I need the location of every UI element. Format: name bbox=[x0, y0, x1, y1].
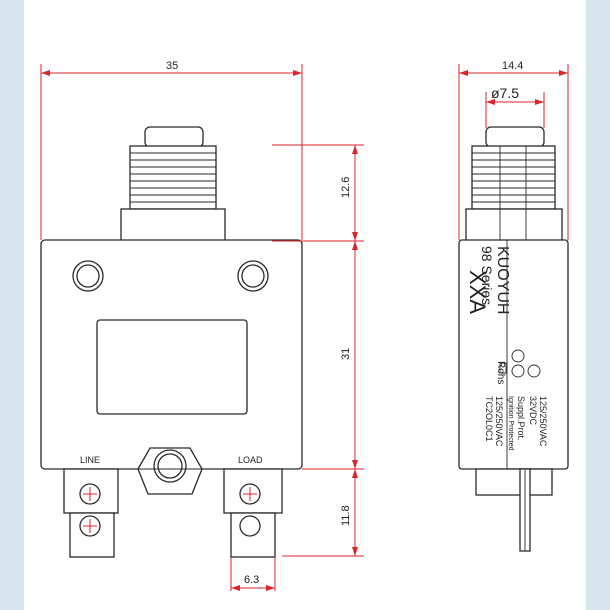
load-label: LOAD bbox=[238, 455, 263, 465]
load-terminal bbox=[223, 468, 283, 558]
dim-14-4-text: 14.4 bbox=[502, 60, 523, 72]
dim-vertical: 12.6 31 11.8 bbox=[272, 144, 364, 557]
brand-text: KUOYUH bbox=[494, 246, 511, 314]
ac-rating-text: 125/250VAC bbox=[538, 396, 548, 447]
dim-width-side: 14.4 bbox=[458, 60, 569, 240]
ce-mark-icon bbox=[511, 364, 525, 378]
dim-diameter: ø7.5 bbox=[485, 85, 545, 128]
line-terminal bbox=[63, 468, 119, 558]
breaker-body bbox=[40, 239, 303, 495]
rating-text: XXA bbox=[465, 270, 490, 314]
series-text: 98 Series bbox=[479, 246, 495, 305]
front-view: LINE LOAD 35 bbox=[40, 60, 364, 591]
side-view: KUOYUH 98 Series XXA 125/250VAC 32VDC Su… bbox=[458, 60, 569, 552]
side-button bbox=[465, 126, 563, 242]
drawing-sheet: LINE LOAD 35 bbox=[24, 0, 586, 610]
dim-6-3-text: 6.3 bbox=[244, 574, 259, 586]
suppl-prot-text: Suppl.Prot. bbox=[516, 396, 526, 441]
dc-rating-text: 32VDC bbox=[528, 396, 538, 426]
dim-terminal-width: 6.3 bbox=[230, 557, 276, 591]
side-body bbox=[458, 239, 569, 552]
dim-width-front: 35 bbox=[40, 60, 303, 240]
ignition-text: Ignition Protected bbox=[507, 396, 514, 451]
line-label: LINE bbox=[80, 455, 100, 465]
push-button bbox=[120, 126, 226, 242]
dim-7-5-text: ø7.5 bbox=[491, 85, 519, 101]
csa-mark-icon bbox=[511, 349, 525, 363]
dim-12-6-text: 12.6 bbox=[340, 177, 352, 198]
ru-mark-icon bbox=[499, 362, 507, 374]
code-text: TC2OL0C1 bbox=[484, 396, 494, 442]
dim-31-text: 31 bbox=[340, 348, 352, 360]
ac-rating-2-text: 125/250VAC bbox=[494, 396, 504, 447]
dim-35-text: 35 bbox=[166, 60, 178, 72]
circuit-breaker-drawing: LINE LOAD 35 bbox=[40, 60, 569, 591]
dim-11-8-text: 11.8 bbox=[340, 505, 352, 526]
ul-mark-icon bbox=[527, 364, 541, 378]
side-marking: KUOYUH 98 Series XXA 125/250VAC 32VDC Su… bbox=[465, 246, 548, 451]
